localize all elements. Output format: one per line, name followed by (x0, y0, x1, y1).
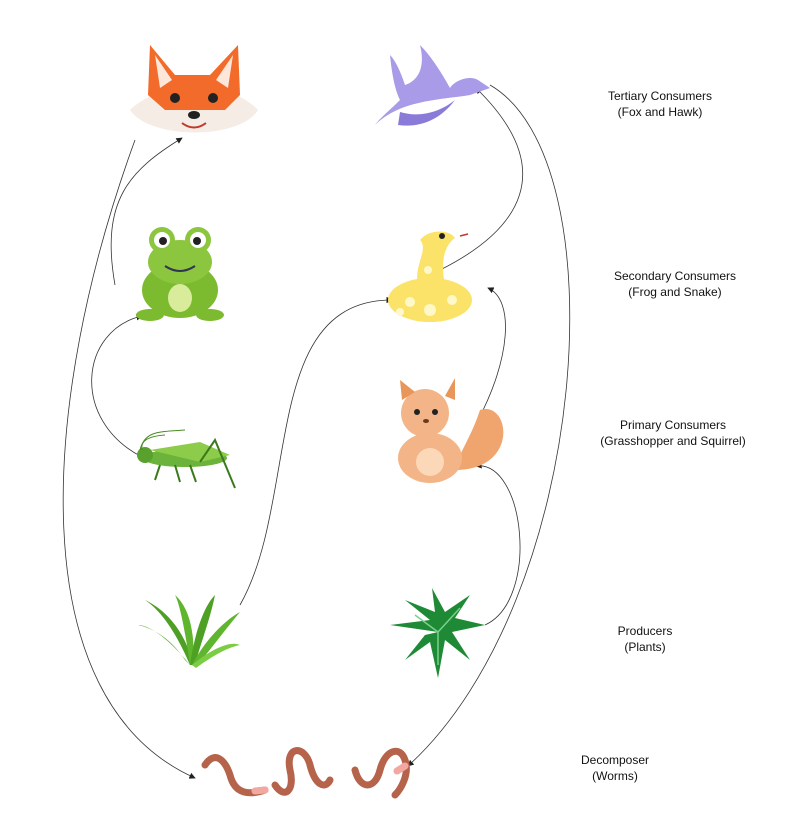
hawk-icon (375, 45, 490, 126)
label-decomposer: Decomposer (Worms) (505, 752, 725, 784)
arrow-grasshopper-to-frog (91, 314, 143, 458)
squirrel-icon (398, 378, 504, 483)
level-members: (Plants) (624, 640, 666, 654)
plant-icon (390, 588, 485, 678)
worms-icon (201, 747, 410, 799)
level-members: (Worms) (592, 769, 638, 783)
label-secondary-consumers: Secondary Consumers (Frog and Snake) (565, 268, 785, 300)
frog-icon (136, 227, 224, 321)
snake-icon (388, 231, 472, 322)
arrow-frog-to-fox (110, 137, 183, 286)
grasshopper-icon (137, 429, 236, 489)
fox-icon (130, 45, 258, 133)
level-members: (Fox and Hawk) (617, 105, 703, 119)
arrow-grass-to-snake (239, 296, 393, 606)
arrow-plant-to-squirrel (475, 462, 521, 626)
label-primary-consumers: Primary Consumers (Grasshopper and Squir… (563, 417, 783, 449)
arrow-squirrel-to-snake (477, 287, 506, 421)
arrow-hawk-to-worms (407, 84, 571, 767)
level-name: Secondary Consumers (613, 269, 737, 283)
label-producers: Producers (Plants) (535, 623, 755, 655)
grass-icon (138, 595, 240, 668)
level-members: (Grasshopper and Squirrel) (600, 434, 746, 448)
level-name: Producers (617, 624, 673, 638)
level-members: (Frog and Snake) (628, 285, 722, 299)
arrow-snake-to-hawk (439, 87, 523, 271)
level-name: Primary Consumers (619, 418, 727, 432)
level-name: Decomposer (580, 753, 650, 767)
label-tertiary-consumers: Tertiary Consumers (Fox and Hawk) (550, 88, 770, 120)
level-name: Tertiary Consumers (607, 89, 713, 103)
arrow-fox-to-worms (62, 139, 196, 779)
